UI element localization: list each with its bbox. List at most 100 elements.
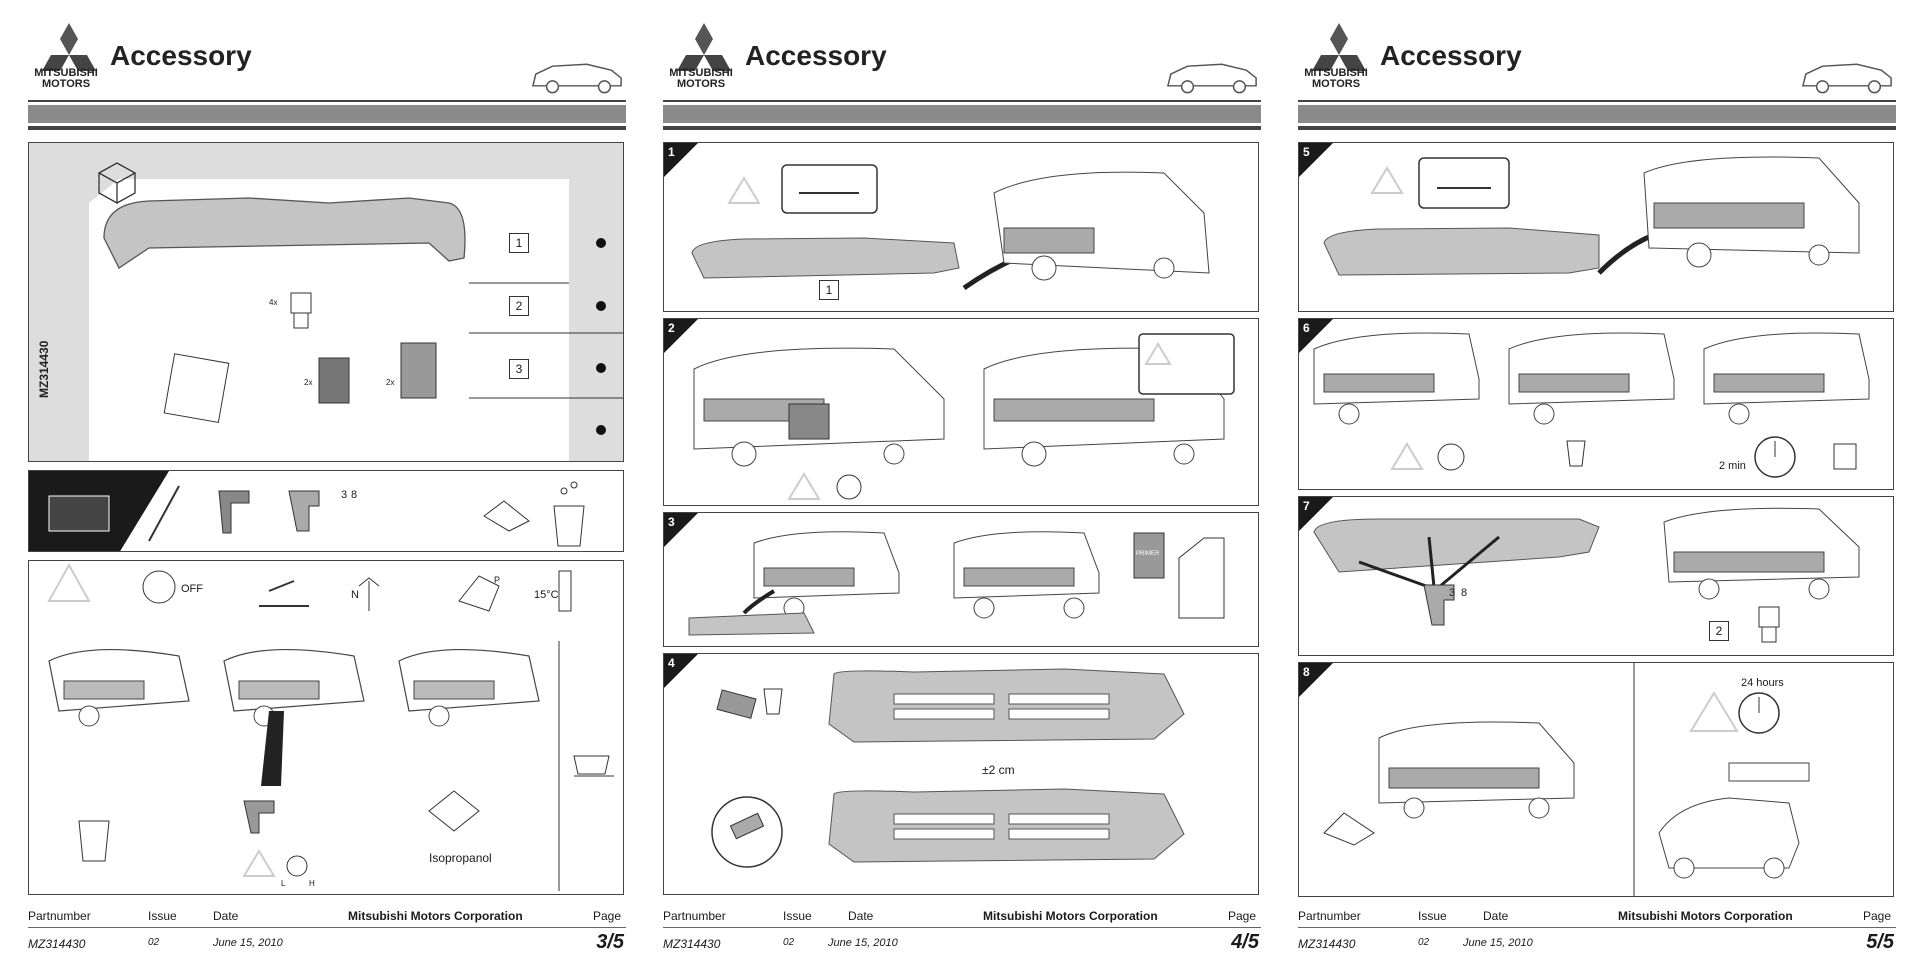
part-label-1: 1 (819, 280, 839, 300)
wait-2-min-label: 2 min (1719, 460, 1746, 472)
footer-partnumber: MZ314430 (28, 937, 86, 951)
step-2-panel: 2 (663, 318, 1259, 506)
page-title: Accessory (110, 40, 252, 71)
footer-date-label: Date (1483, 909, 1509, 923)
step-2-figure (693, 333, 1235, 500)
qty-wipes: 2x (386, 378, 395, 387)
footer-partnumber-label: Partnumber (1298, 909, 1361, 923)
footer-issue: 02 (783, 937, 795, 948)
footer-page-label: Page (1228, 909, 1257, 923)
mitsubishi-logo-icon (677, 23, 731, 71)
footer-issue: 02 (148, 937, 160, 948)
footer-date-label: Date (848, 909, 874, 923)
header-band (28, 100, 626, 130)
instruction-sheet-page-5: MITSUBISHI MOTORS Accessory 5 6 (1298, 0, 1898, 966)
preparation-figure (47, 562, 614, 891)
footer-partnumber: MZ314430 (663, 937, 721, 951)
footer-page-number: 5/5 (1866, 931, 1894, 953)
page-title: Accessory (745, 40, 887, 71)
footer-issue: 02 (1418, 937, 1430, 948)
part-number-vertical: MZ314430 (37, 340, 51, 398)
footer-issue-label: Issue (783, 909, 812, 923)
footer: Partnumber Issue Date Mitsubishi Motors … (663, 905, 1261, 965)
isopropanol-label: Isopropanol (429, 851, 492, 865)
car-icon (531, 63, 622, 94)
step-1-number: 1 (664, 143, 698, 177)
drill-size-8: 8 (351, 489, 358, 501)
part-label-3: 3 (509, 359, 529, 379)
step-1-figure (691, 164, 1210, 291)
footer-page-number: 4/5 (1231, 931, 1259, 953)
drill-size-3: 3 (1449, 587, 1456, 599)
footer-corp: Mitsubishi Motors Corporation (348, 909, 523, 923)
primer-label: PRIMER (1136, 551, 1160, 557)
footer-corp: Mitsubishi Motors Corporation (983, 909, 1158, 923)
step-7-figure (1313, 507, 1860, 643)
footer-partnumber: MZ314430 (1298, 937, 1356, 951)
brand-name: MITSUBISHI MOTORS (1304, 67, 1368, 90)
tools-figure (29, 471, 585, 551)
brand-name: MITSUBISHI MOTORS (669, 67, 733, 90)
step-1-panel: 1 1 (663, 142, 1259, 312)
preparation-panel: OFF N P 15°C Isopropanol L H (28, 560, 624, 895)
temperature-label: 15°C (534, 589, 559, 601)
car-icon (1801, 63, 1892, 94)
footer-date-label: Date (213, 909, 239, 923)
drill-size-8: 8 (1461, 587, 1468, 599)
step-8-panel: 8 24 hours (1298, 662, 1894, 897)
part-label-1: 1 (509, 233, 529, 253)
cure-24-hours-label: 24 hours (1741, 677, 1784, 689)
footer-corp: Mitsubishi Motors Corporation (1618, 909, 1793, 923)
qty-clips: 4x (269, 298, 278, 307)
car-icon (1166, 63, 1257, 94)
step-3-number: 3 (664, 513, 698, 547)
footer-date: June 15, 2010 (828, 937, 898, 949)
mitsubishi-logo-icon (1312, 23, 1366, 71)
footer-issue-label: Issue (148, 909, 177, 923)
step-5-figure (1323, 156, 1860, 276)
step-8-figure (1323, 663, 1810, 896)
footer-page-number: 3/5 (596, 931, 624, 953)
footer-partnumber-label: Partnumber (28, 909, 91, 923)
heat-high-label: H (309, 879, 315, 888)
part-label-2: 2 (509, 296, 529, 316)
footer-partnumber-label: Partnumber (663, 909, 726, 923)
step-4-figure (711, 668, 1185, 868)
footer: Partnumber Issue Date Mitsubishi Motors … (1298, 905, 1896, 965)
drill-size-3: 3 (341, 489, 348, 501)
step-4-number: 4 (664, 654, 698, 688)
part-label-2: 2 (1709, 621, 1729, 641)
parts-panel: MZ314430 1 2 3 4x 2x 2x (28, 142, 624, 462)
instruction-sheet-page-4: MITSUBISHI MOTORS Accessory 1 1 2 (663, 0, 1263, 966)
step-8-number: 8 (1299, 663, 1333, 697)
step-6-figure (1313, 332, 1870, 478)
footer-page-label: Page (593, 909, 622, 923)
footer-date: June 15, 2010 (213, 937, 283, 949)
footer-page-label: Page (1863, 909, 1892, 923)
step-7-panel: 7 3 8 2 (1298, 496, 1894, 656)
footer-issue-label: Issue (1418, 909, 1447, 923)
footer: Partnumber Issue Date Mitsubishi Motors … (28, 905, 626, 965)
parts-figure (29, 143, 623, 461)
overlap-distance-label: ±2 cm (982, 763, 1015, 777)
qty-primer: 2x (304, 378, 313, 387)
step-6-number: 6 (1299, 319, 1333, 353)
step-4-panel: 4 ±2 cm (663, 653, 1259, 895)
gear-n-label: N (351, 589, 359, 601)
mitsubishi-logo-icon (42, 23, 96, 71)
ignition-off-label: OFF (181, 583, 203, 595)
step-3-figure (688, 531, 1225, 636)
gear-p-label: P (494, 575, 501, 585)
step-3-panel: 3 PRIMER (663, 512, 1259, 647)
step-7-number: 7 (1299, 497, 1333, 531)
brand-name: MITSUBISHI MOTORS (34, 67, 98, 90)
heat-low-label: L (281, 879, 286, 888)
page-title: Accessory (1380, 40, 1522, 71)
footer-date: June 15, 2010 (1463, 937, 1533, 949)
instruction-sheet-page-3: MITSUBISHI MOTORS Accessory MZ314430 1 2… (28, 0, 628, 966)
step-5-number: 5 (1299, 143, 1333, 177)
header-band (1298, 100, 1896, 130)
tools-panel: 3 8 (28, 470, 624, 552)
header-band (663, 100, 1261, 130)
step-6-panel: 6 2 min (1298, 318, 1894, 490)
